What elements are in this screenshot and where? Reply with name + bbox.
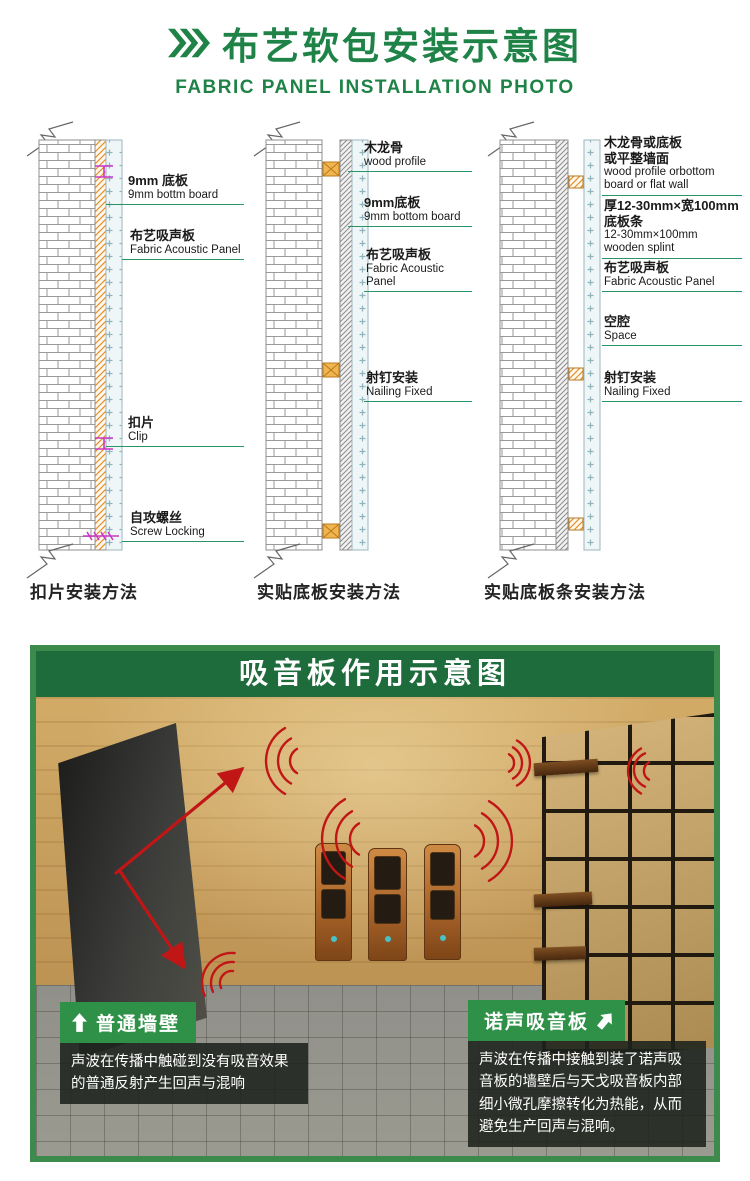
label-cn: 布艺吸声板 (604, 260, 670, 275)
diagram-clip-method: 9mm 底板 9mm bottm board 布艺吸声板 Fabric Acou… (25, 120, 247, 585)
label-en: wood profile orbottom board or flat wall (604, 166, 715, 192)
wall-section-drawing-1 (26, 121, 123, 579)
triple-chevron-icon (168, 28, 210, 58)
label-en: wood profile (364, 155, 427, 168)
speaker-panel (374, 894, 401, 924)
wall-section-drawing-2 (253, 121, 369, 579)
label-cn: 9mm底板 (364, 195, 421, 210)
callout-text: 声波在传播中触碰到没有吸音效果的普通反射产生回声与混响 (60, 1043, 308, 1104)
label-en: 9mm bottom board (364, 210, 461, 223)
speaker-led (439, 935, 446, 941)
wall-section-drawing-3 (487, 121, 601, 579)
callout-title: 诺声吸音板 (484, 1012, 590, 1033)
label-en: Fabric Acoustic Panel (130, 243, 241, 256)
label-en: Fabric Acoustic Panel (366, 262, 444, 288)
screw-symbol (83, 531, 119, 541)
label-nailing: 射钉安装 Nailing Fixed (602, 370, 742, 402)
speaker-panel (321, 889, 346, 919)
label-space: 空腔 Space (602, 314, 742, 346)
label-nailing: 射钉安装 Nailing Fixed (364, 370, 472, 402)
label-fabric-panel: 布艺吸声板 Fabric Acoustic Panel (364, 247, 472, 293)
scene-title: 吸音板作用示意图 (36, 651, 714, 697)
label-cn: 木龙骨或底板 或平整墙面 (604, 135, 683, 166)
label-cn: 厚12-30mm×宽100mm 底板条 (604, 198, 739, 229)
callout-header: 普通墙壁 (60, 1002, 197, 1043)
label-cn: 木龙骨 (364, 140, 404, 155)
speaker-led (330, 936, 337, 942)
page-subtitle: FABRIC PANEL INSTALLATION PHOTO (175, 77, 575, 98)
label-wood-splint: 厚12-30mm×宽100mm 底板条 12-30mm×100mm wooden… (602, 198, 742, 259)
sound-waves-overlay (114, 726, 651, 997)
room-render: 普通墙壁 声波在传播中触碰到没有吸音效果的普通反射产生回声与混响 诺声吸音板 声… (36, 697, 714, 1156)
label-en: Nailing Fixed (604, 385, 671, 398)
callout-plain-wall: 普通墙壁 声波在传播中触碰到没有吸音效果的普通反射产生回声与混响 (60, 1002, 308, 1104)
label-en: 9mm bottm board (128, 188, 219, 201)
speaker-panel (374, 856, 401, 890)
label-cn: 空腔 (604, 314, 631, 329)
function-illustration-box: 吸音板作用示意图 (30, 645, 720, 1162)
callout-acoustic-panel: 诺声吸音板 声波在传播中接触到装了诺声吸音板的墙壁后与天戈吸音板内部细小微孔摩擦… (468, 1000, 706, 1147)
label-en: Space (604, 329, 637, 342)
callout-header: 诺声吸音板 (468, 1000, 626, 1041)
header: 布艺软包安装示意图 FABRIC PANEL INSTALLATION PHOT… (0, 16, 750, 99)
speaker (368, 848, 407, 961)
speaker-led (384, 936, 391, 942)
clip-symbols (95, 165, 113, 450)
label-cn: 射钉安装 (366, 370, 419, 385)
label-en: Nailing Fixed (366, 385, 433, 398)
label-en: Fabric Acoustic Panel (604, 275, 715, 288)
label-9mm-board: 9mm底板 9mm bottom board (348, 195, 472, 227)
wood-splint-symbols (568, 175, 584, 531)
label-clip: 扣片 Clip (106, 415, 244, 447)
speaker-panel (430, 852, 455, 886)
label-fabric-panel: 布艺吸声板 Fabric Acoustic Panel (602, 260, 742, 292)
wood-profile-symbols (322, 161, 340, 539)
callout-title: 普通墙壁 (96, 1014, 181, 1035)
label-cn: 布艺吸声板 (130, 228, 196, 243)
diagram-batten-method: 木龙骨或底板 或平整墙面 wood profile orbottom board… (480, 120, 746, 585)
label-cn: 射钉安装 (604, 370, 657, 385)
label-fabric-panel: 布艺吸声板 Fabric Acoustic Panel (122, 228, 244, 260)
label-cn: 扣片 (128, 415, 155, 430)
label-cn: 布艺吸声板 (366, 247, 432, 262)
label-en: 12-30mm×100mm wooden splint (604, 229, 698, 255)
diagram-baseboard-method: 木龙骨 wood profile 9mm底板 9mm bottom board … (252, 120, 474, 585)
label-cn: 9mm 底板 (128, 173, 188, 188)
arrow-up-right-icon (596, 1013, 612, 1030)
label-9mm-board: 9mm 底板 9mm bottm board (106, 173, 244, 205)
callout-text: 声波在传播中接触到装了诺声吸音板的墙壁后与天戈吸音板内部细小微孔摩擦转化为热能，… (468, 1041, 706, 1147)
header-title-row: 布艺软包安装示意图 (0, 16, 750, 70)
page-title: 布艺软包安装示意图 (222, 26, 582, 67)
label-wood-profile: 木龙骨 wood profile (348, 140, 472, 172)
arrow-up-icon (72, 1013, 87, 1032)
caption-baseboard-method: 实贴底板安装方法 (257, 583, 401, 602)
caption-clip-method: 扣片安装方法 (30, 583, 138, 602)
speaker-panel (430, 890, 455, 920)
label-cn: 自攻螺丝 (130, 510, 183, 525)
label-en: Screw Locking (130, 525, 205, 538)
speaker (424, 844, 461, 960)
label-screw: 自攻螺丝 Screw Locking (122, 510, 244, 542)
caption-batten-method: 实贴底板条安装方法 (484, 583, 646, 602)
label-wood-profile-or-board: 木龙骨或底板 或平整墙面 wood profile orbottom board… (602, 135, 742, 196)
label-en: Clip (128, 430, 148, 443)
